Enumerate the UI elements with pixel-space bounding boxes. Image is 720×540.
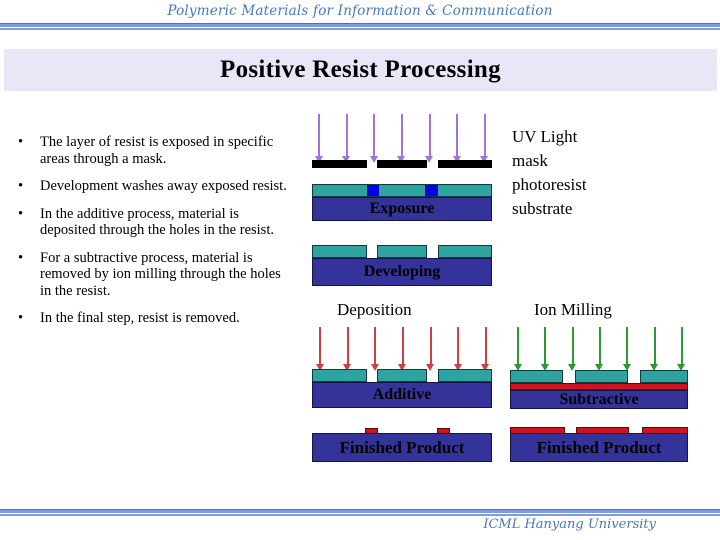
mask-segment [377,160,427,168]
exposure-label: Exposure [369,200,435,217]
bullet-item: In the final step, resist is removed. [14,310,294,327]
legend-substrate: substrate [512,199,573,218]
page-title: Positive Resist Processing [220,56,501,83]
bullet-item: In the additive process, material is dep… [14,206,294,239]
course-title: Polymeric Materials for Information & Co… [167,3,553,19]
resist-segment [640,370,688,383]
resist-segment [312,245,367,258]
exposed-resist-region [367,185,379,196]
finished-product-right: Finished Product [510,433,688,462]
subtractive-label: Subtractive [559,390,639,408]
developing-resist-layer [312,245,492,258]
legend-mask: mask [512,151,548,170]
mask-segment [312,160,367,168]
resist-segment [510,370,563,383]
exposure-substrate: Exposure [312,197,492,221]
additive-resist-layer [312,369,492,382]
title-bar: Positive Resist Processing [4,49,717,91]
footer-rule [0,509,720,516]
ion-milling-arrows [513,327,686,371]
legend-uv-light: UV Light [512,127,578,146]
resist-segment [377,245,427,258]
subtractive-resist-layer [510,370,688,383]
photoresist-layer [312,184,492,197]
exposed-resist-region [425,185,438,196]
header-rule [0,23,720,30]
finished-product-left: Finished Product [312,433,492,462]
resist-segment [438,369,492,382]
bullet-item: Development washes away exposed resist. [14,178,294,195]
mask-layer [312,160,492,168]
resist-segment [312,369,367,382]
subtractive-deposit-layer [510,383,688,390]
layer-legend: UV Light mask photoresist substrate [512,125,587,221]
mask-segment [438,160,492,168]
additive-label: Additive [372,386,432,403]
finished-product-label: Finished Product [536,438,662,457]
deposition-arrows [315,327,490,371]
bullet-list: The layer of resist is exposed in specif… [14,134,294,338]
developing-label: Developing [363,263,441,280]
resist-segment [575,370,628,383]
deposition-label: Deposition [337,300,412,319]
additive-substrate: Additive [312,382,492,408]
resist-segment [377,369,427,382]
developing-substrate: Developing [312,258,492,286]
bullet-item: The layer of resist is exposed in specif… [14,134,294,167]
subtractive-substrate: Subtractive [510,390,688,409]
resist-segment [438,245,492,258]
uv-light-arrows [314,114,489,163]
finished-product-label: Finished Product [339,438,465,457]
legend-photoresist: photoresist [512,175,587,194]
bullet-item: For a subtractive process, material is r… [14,250,294,300]
ion-milling-label: Ion Milling [534,300,612,319]
affiliation: ICML Hanyang University [483,517,656,532]
